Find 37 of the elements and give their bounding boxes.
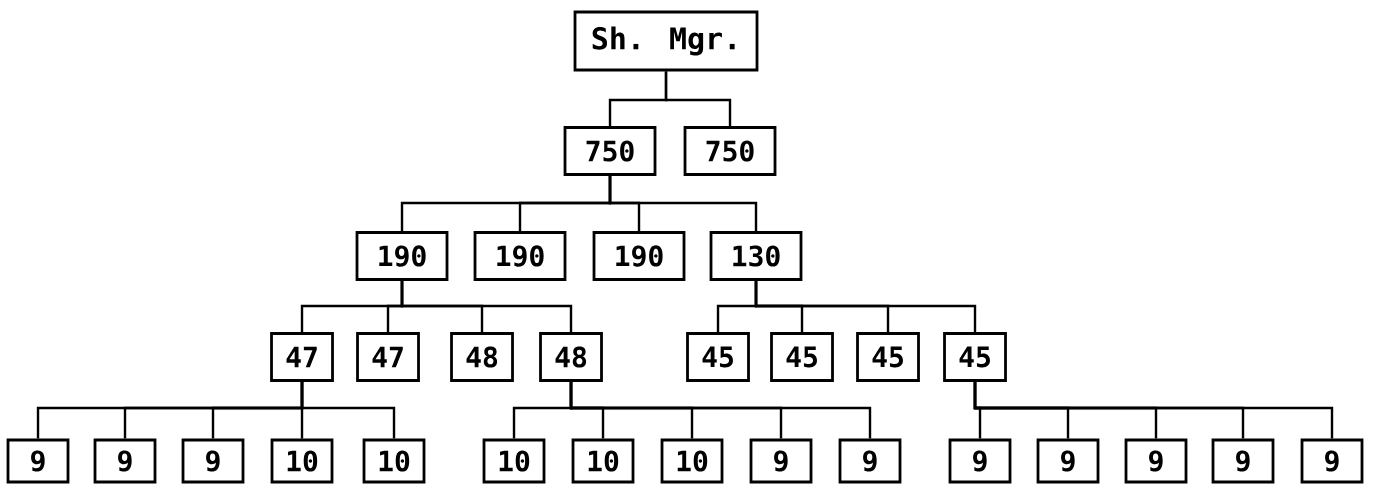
org-box: 9 bbox=[6, 438, 70, 484]
org-box: 10 bbox=[482, 438, 546, 484]
org-box: 9 bbox=[181, 438, 245, 484]
org-box: 9 bbox=[948, 438, 1012, 484]
org-box: 9 bbox=[749, 438, 813, 484]
org-box: 9 bbox=[1124, 438, 1188, 484]
org-box: 45 bbox=[856, 332, 920, 382]
org-box: 47 bbox=[356, 332, 420, 382]
connector-line bbox=[973, 381, 1334, 439]
org-box: 47 bbox=[270, 332, 334, 382]
org-box: 48 bbox=[539, 332, 603, 382]
org-box: 9 bbox=[93, 438, 157, 484]
org-box: 130 bbox=[709, 231, 803, 281]
org-box: 45 bbox=[686, 332, 750, 382]
org-box: 9 bbox=[838, 438, 902, 484]
org-box: 750 bbox=[563, 126, 657, 176]
org-box: 750 bbox=[683, 126, 777, 176]
connector-line bbox=[608, 175, 758, 232]
org-box: 45 bbox=[770, 332, 834, 382]
org-box: 190 bbox=[355, 231, 449, 281]
org-box: 10 bbox=[571, 438, 635, 484]
org-box: 9 bbox=[1211, 438, 1275, 484]
connector-line bbox=[569, 381, 872, 439]
org-box: Sh. Mgr. bbox=[573, 10, 759, 72]
org-box: 9 bbox=[1036, 438, 1100, 484]
connector-line bbox=[754, 280, 977, 333]
org-box: 190 bbox=[592, 231, 686, 281]
org-box: 9 bbox=[1300, 438, 1364, 484]
org-box: 48 bbox=[450, 332, 514, 382]
org-box: 190 bbox=[473, 231, 567, 281]
connector-line bbox=[300, 381, 396, 439]
org-box: 10 bbox=[660, 438, 724, 484]
org-box: 10 bbox=[362, 438, 426, 484]
org-box: 45 bbox=[943, 332, 1007, 382]
connector-line bbox=[400, 280, 573, 333]
connector-line bbox=[664, 71, 732, 127]
org-box: 10 bbox=[270, 438, 334, 484]
